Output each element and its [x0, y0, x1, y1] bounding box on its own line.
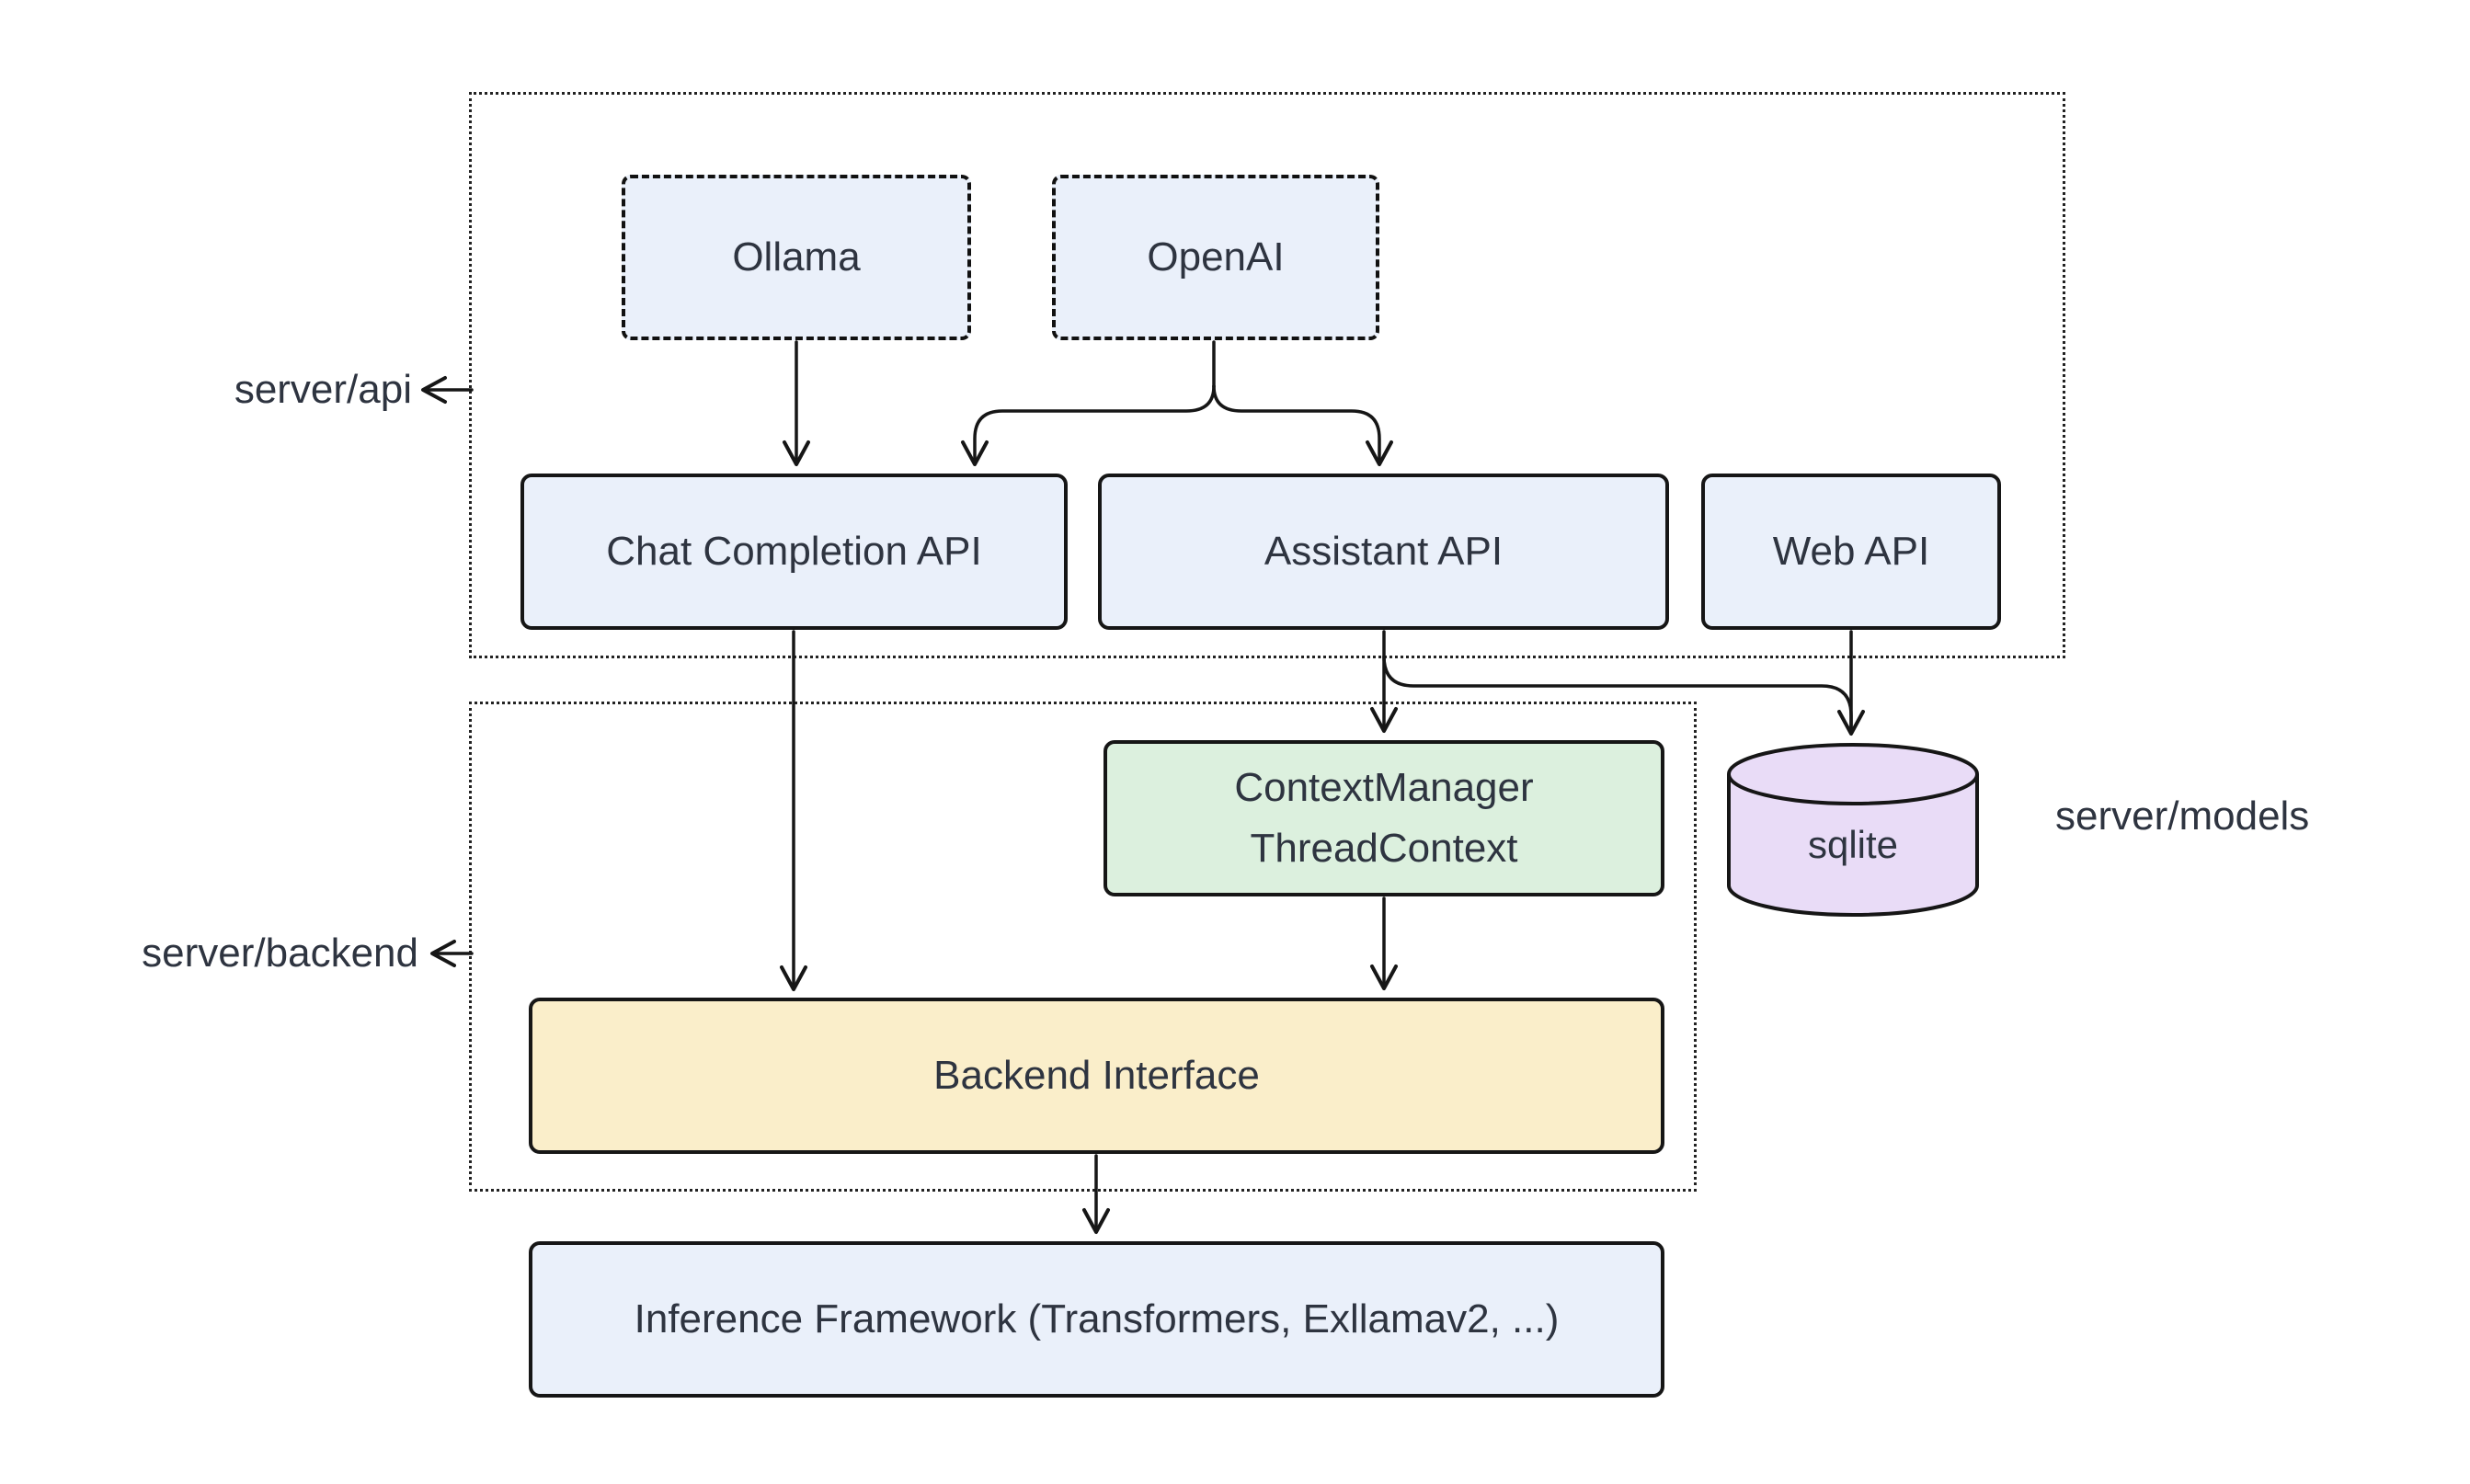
node-chat-completion-api-label: Chat Completion API	[606, 529, 982, 575]
node-backend-interface-label: Backend Interface	[933, 1053, 1260, 1099]
node-web-api: Web API	[1701, 474, 2001, 630]
edge-openai-to-chat	[961, 384, 1216, 466]
group-server-backend	[469, 702, 1697, 1192]
node-ollama: Ollama	[622, 175, 971, 340]
group-server-api	[469, 92, 2065, 658]
edge-assistant-to-sqlite	[1382, 655, 1853, 734]
node-context-manager-line1: ContextManager	[1234, 765, 1534, 810]
sqlite-cylinder-icon	[1727, 743, 1979, 917]
label-server-models: server/models	[2055, 793, 2310, 839]
node-openai: OpenAI	[1052, 175, 1379, 340]
node-context-manager: ContextManager ThreadContext	[1103, 740, 1664, 896]
node-web-api-label: Web API	[1772, 529, 1930, 575]
label-server-backend: server/backend	[142, 930, 418, 976]
node-inference-framework-label: Inference Framework (Transformers, Exlla…	[634, 1296, 1560, 1342]
node-ollama-label: Ollama	[732, 234, 861, 280]
label-server-api: server/api	[234, 367, 412, 412]
node-assistant-api: Assistant API	[1098, 474, 1669, 630]
node-openai-label: OpenAI	[1147, 234, 1285, 280]
node-sqlite-label: sqlite	[1807, 823, 1899, 866]
node-chat-completion-api: Chat Completion API	[520, 474, 1068, 630]
node-context-manager-line2: ThreadContext	[1250, 826, 1518, 871]
node-inference-framework: Inference Framework (Transformers, Exlla…	[529, 1241, 1664, 1398]
edge-openai-to-assistant	[1212, 384, 1393, 466]
node-assistant-api-label: Assistant API	[1264, 529, 1504, 575]
node-backend-interface: Backend Interface	[529, 998, 1664, 1154]
